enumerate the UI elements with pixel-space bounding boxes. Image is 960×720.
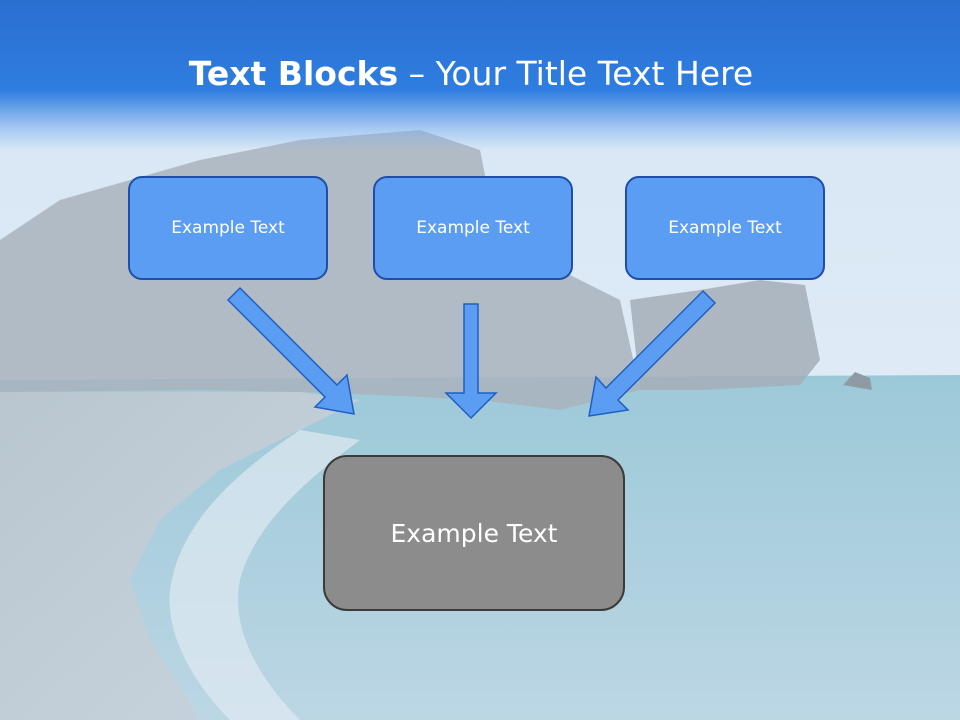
arrow-right-diagonal	[588, 289, 717, 417]
text-block-center[interactable]: Example Text	[373, 176, 573, 280]
title-rest: Your Title Text Here	[435, 54, 754, 93]
text-block-result[interactable]: Example Text	[323, 455, 625, 611]
text-block-center-label: Example Text	[416, 218, 530, 238]
arrow-left-diagonal	[226, 286, 355, 415]
slide-title: Text Blocks – Your Title Text Here	[0, 52, 942, 96]
title-band	[0, 0, 960, 150]
title-bold-part: Text Blocks	[188, 54, 399, 93]
title-dash: –	[398, 54, 436, 93]
arrow-center-down	[444, 303, 498, 420]
text-block-right-label: Example Text	[668, 218, 782, 238]
text-block-right[interactable]: Example Text	[625, 176, 825, 280]
text-block-left-label: Example Text	[171, 218, 285, 238]
text-block-result-label: Example Text	[390, 518, 558, 548]
text-block-left[interactable]: Example Text	[128, 176, 328, 280]
